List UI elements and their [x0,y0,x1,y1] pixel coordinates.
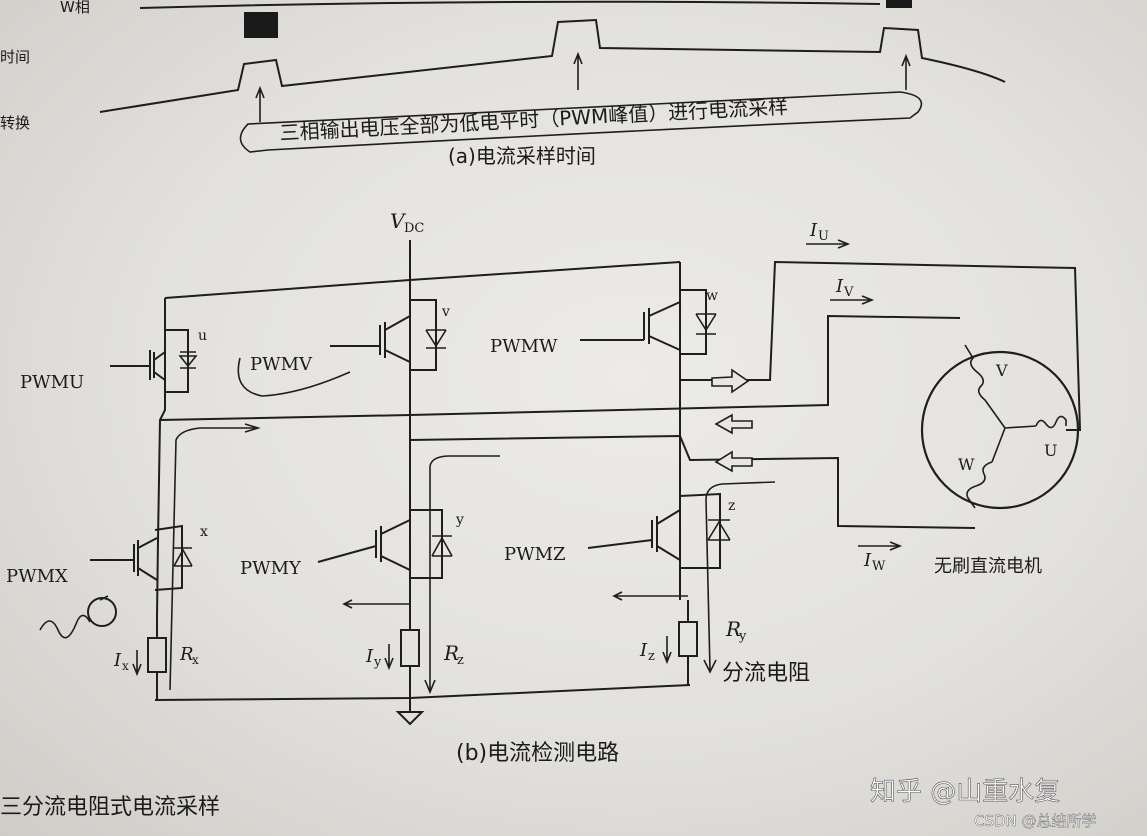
handwritten-scribble [39,595,117,639]
gate-label-pwmy: PWMY [240,558,302,579]
section-heading: 三分流电阻式电流采样 [0,795,220,820]
igbt-z [587,509,731,561]
igbt-w [580,301,717,351]
flow-arrow-z [705,481,776,671]
csdn-watermark: CSDN @总结所学 [974,812,1097,830]
timing-diagram: 三相输出电压全部为低电平时（PWM峰值）进行电流采样 (a)电流采样时间 W相 … [0,0,1006,168]
flow-arrow-x [169,423,261,691]
shunt-resistor-y [678,600,698,685]
left-label-convert: 转换 [0,114,30,132]
current-ix: I [113,650,122,671]
sample-arrow [573,51,583,90]
flow-arrow-y [429,455,500,690]
shunt-resistor-z [400,610,420,698]
current-iw: I [863,550,872,571]
switch-label-x: x [200,524,208,540]
arrow-iw-icon [714,450,753,473]
current-iz: I [639,640,648,661]
zhihu-watermark: 知乎 @山重水复 [870,777,1060,807]
current-iu: I [809,220,818,241]
phase-w-line [409,434,976,529]
current-iv-sub: V [843,285,854,300]
shunt-resistor-x [147,616,167,700]
arrow-iv-icon [714,413,753,435]
igbt-y [317,519,453,571]
resistor-rx-sub: x [192,653,199,667]
resistor-ry: R [725,617,741,641]
phase-v-line [159,314,961,421]
gate-label-pwmu: PWMU [20,372,84,393]
switch-label-u: u [198,328,207,344]
gate-label-pwmv: PWMV [250,354,313,375]
motor-label: 无刷直流电机 [934,556,1042,577]
current-iz-sub: z [648,649,655,664]
current-iu-sub: U [818,229,829,244]
timing-block [244,12,278,38]
vdc-subscript: DC [404,221,424,236]
motor-phase-u: U [1044,441,1057,460]
left-label-w: W相 [60,0,90,16]
caption-a: (a)电流采样时间 [448,144,596,168]
switch-label-y: y [455,512,464,528]
timing-block [886,0,912,8]
note-bracket [239,91,923,153]
phase-u-line [680,260,1082,431]
igbt-x [90,537,193,581]
caption-b: (b)电流检测电路 [456,741,619,766]
bottom-rail [154,684,691,701]
current-iy: I [365,646,374,667]
igbt-u [110,350,198,381]
igbt-v [330,315,447,363]
top-rail [164,261,681,318]
handwritten-mark [237,357,351,397]
vdc-label: V [390,209,407,233]
sample-arrow [901,53,911,90]
gate-label-pwmx: PWMX [6,566,68,587]
resistor-rz: R [443,641,459,665]
motor-phase-v: V [995,361,1008,380]
current-iw-sub: W [872,559,886,574]
shunt-resistor-label: 分流电阻 [722,661,810,686]
motor-phase-w: W [958,455,975,474]
switch-label-v: v [441,304,450,320]
ground-icon [395,698,425,726]
gate-label-pwmz: PWMZ [504,544,566,565]
pwm-waveform [99,18,1006,113]
motor-icon [920,344,1080,510]
resistor-rz-sub: z [457,653,464,668]
sampling-note: 三相输出电压全部为低电平时（PWM峰值）进行电流采样 [279,94,789,145]
gate-label-pwmw: PWMW [490,336,558,357]
current-iy-sub: y [373,655,382,670]
leg-u-wire [156,318,166,617]
switch-label-w: w [706,288,718,304]
resistor-rx: R [179,644,194,665]
current-ix-sub: x [122,659,129,673]
current-iv: I [835,276,844,297]
sample-arrow [255,85,265,122]
left-label-time: 时间 [0,48,30,66]
switch-label-z: z [728,498,735,514]
arrow-iu-icon [711,368,750,394]
resistor-ry-sub: y [738,629,747,644]
